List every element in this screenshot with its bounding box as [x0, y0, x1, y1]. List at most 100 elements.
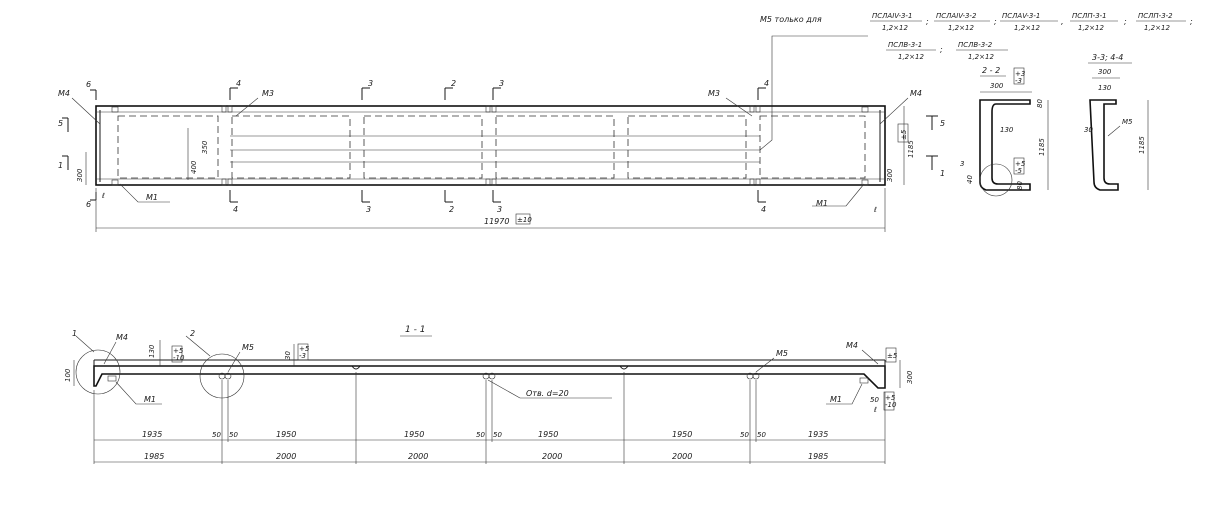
- svg-text:1,2×12: 1,2×12: [1078, 24, 1104, 32]
- dim-r2-3: 2000: [542, 452, 562, 461]
- dim-r1-9: 50: [740, 431, 749, 439]
- plan-dim-300-left: 300: [76, 168, 84, 182]
- svg-text:ПСЛАV-3-1: ПСЛАV-3-1: [1002, 12, 1040, 20]
- plan-m1-right: М1: [816, 199, 828, 208]
- plan-m3-b: М3: [708, 89, 720, 98]
- note-mark-1: ПСЛАIV-3-1 1,2×12: [870, 12, 922, 32]
- note-block: М5 только для ПСЛАIV-3-1 1,2×12 ; ПСЛАIV…: [759, 12, 1193, 151]
- svg-text:1,2×12: 1,2×12: [968, 53, 994, 61]
- dim-r1-1: 50: [212, 431, 221, 439]
- cut-4b-bottom-label: 4: [761, 205, 766, 214]
- cut-2-bottom-label: 2: [449, 205, 454, 214]
- dim-r1-7: 1950: [538, 430, 558, 439]
- cut-2: [444, 87, 453, 203]
- sec22-d1185: 1185: [1038, 138, 1046, 156]
- sec33-d130: 130: [1098, 84, 1112, 92]
- dim-r2-5: 1985: [808, 452, 828, 461]
- svg-text:;: ;: [926, 17, 929, 26]
- note-mark-3: ПСЛАV-3-1 1,2×12: [1000, 12, 1058, 32]
- cut-3a: [361, 87, 370, 203]
- elev-l: ℓ: [873, 406, 877, 414]
- svg-text:+5: +5: [299, 345, 310, 353]
- sec22-w300: 300: [990, 82, 1004, 90]
- dim-r1-11: 1935: [808, 430, 828, 439]
- dim-r2-4: 2000: [672, 452, 692, 461]
- dim-r1-5: 50: [476, 431, 485, 439]
- svg-text:;: ;: [940, 45, 943, 54]
- svg-text:ПСЛАIV-3-1: ПСЛАIV-3-1: [872, 12, 912, 20]
- cut-5-left-label: 5: [58, 119, 63, 128]
- svg-text:+5: +5: [173, 347, 184, 355]
- elev-title: 1 - 1: [405, 325, 425, 335]
- svg-text:ПСЛП-3-2: ПСЛП-3-2: [1138, 12, 1173, 20]
- svg-text:-10: -10: [885, 401, 897, 409]
- cut-3a-bottom-label: 3: [366, 205, 371, 214]
- plan-l-right: ℓ: [873, 206, 877, 214]
- cut-4a-bottom-label: 4: [233, 205, 238, 214]
- elev-d130: 130: [148, 344, 156, 358]
- sec22-d130: 130: [1000, 126, 1014, 134]
- section-3-3-4-4: 3-3; 4-4 300 130 30 М5 1185: [1084, 53, 1149, 191]
- svg-text:;: ;: [1124, 17, 1127, 26]
- dim-r1-10: 50: [757, 431, 766, 439]
- dim-r2-2: 2000: [408, 452, 428, 461]
- elev-m4-right: М4: [846, 341, 858, 350]
- svg-text:+5: +5: [1015, 160, 1026, 168]
- svg-text:-3: -3: [299, 352, 306, 360]
- cut-6-bottom-label: 6: [86, 200, 91, 209]
- cut-6-top-label: 6: [86, 80, 91, 89]
- sec22-title: 2 - 2: [982, 66, 1000, 75]
- cut-4b: [757, 87, 766, 203]
- note-mark-6: ПСЛВ-3-1 1,2×12: [886, 41, 936, 61]
- cut-2-top-label: 2: [451, 79, 456, 88]
- cut-5-right-label: 5: [940, 119, 945, 128]
- svg-text:1,2×12: 1,2×12: [1144, 24, 1170, 32]
- elev-m1-right: М1: [830, 395, 842, 404]
- cut-3b-bottom-label: 3: [497, 205, 502, 214]
- cut-4a: [229, 87, 238, 203]
- cut-4a-top-label: 4: [236, 79, 241, 88]
- plan-m4-left: М4: [58, 89, 70, 98]
- elev-tol-d: ±5: [887, 352, 898, 360]
- elev-d30: 30: [284, 351, 292, 360]
- cut-3b-top-label: 3: [499, 79, 504, 88]
- sec22-d80-bot: 80: [1016, 181, 1024, 190]
- svg-text:-3: -3: [1015, 77, 1022, 85]
- elev-hole-note: Отв. d=20: [526, 389, 569, 398]
- svg-text:ПСЛП-3-1: ПСЛП-3-1: [1072, 12, 1107, 20]
- cut-6: [90, 89, 97, 201]
- svg-text:1,2×12: 1,2×12: [1014, 24, 1040, 32]
- note-mark-5: ПСЛП-3-2 1,2×12: [1136, 12, 1186, 32]
- dim-r2-0: 1985: [144, 452, 164, 461]
- note-mark-2: ПСЛАIV-3-2 1,2×12: [934, 12, 990, 32]
- elev-m5-left: М5: [242, 343, 254, 352]
- plan-m1-left: М1: [146, 193, 158, 202]
- plan-overall-tol: ±10: [517, 216, 532, 224]
- svg-text:;: ;: [1190, 17, 1193, 26]
- plan-dim-300-right: 300: [886, 168, 894, 182]
- sec33-d1185: 1185: [1138, 136, 1146, 154]
- svg-text:+3: +3: [1015, 70, 1025, 78]
- elev-d100: 100: [64, 368, 72, 382]
- note-prefix: М5 только для: [760, 15, 822, 24]
- sec33-d30: 30: [1084, 126, 1093, 134]
- sec33-title: 3-3; 4-4: [1092, 53, 1123, 62]
- svg-text:1,2×12: 1,2×12: [898, 53, 924, 61]
- elev-m4-left: М4: [116, 333, 128, 342]
- sec33-w300: 300: [1098, 68, 1112, 76]
- svg-text:;: ;: [994, 17, 997, 26]
- svg-text:1,2×12: 1,2×12: [948, 24, 974, 32]
- elevation-view: 1 - 1 1 2 М4 М5 М5 М4 М1: [64, 325, 914, 464]
- dim-r1-8: 1950: [672, 430, 692, 439]
- plan-overall-length: 11970: [484, 217, 509, 226]
- dim-r1-6: 50: [493, 431, 502, 439]
- svg-text:-5: -5: [1015, 167, 1023, 175]
- svg-text:ПСЛВ-3-1: ПСЛВ-3-1: [888, 41, 922, 49]
- sec22-d80-top: 80: [1036, 99, 1044, 108]
- note-mark-7: ПСЛВ-3-2 1,2×12: [956, 41, 1008, 61]
- svg-text:,: ,: [1061, 17, 1064, 26]
- dim-r1-2: 50: [229, 431, 238, 439]
- sec22-d3: 3: [960, 160, 964, 168]
- plan-dim-400: 400: [190, 160, 198, 174]
